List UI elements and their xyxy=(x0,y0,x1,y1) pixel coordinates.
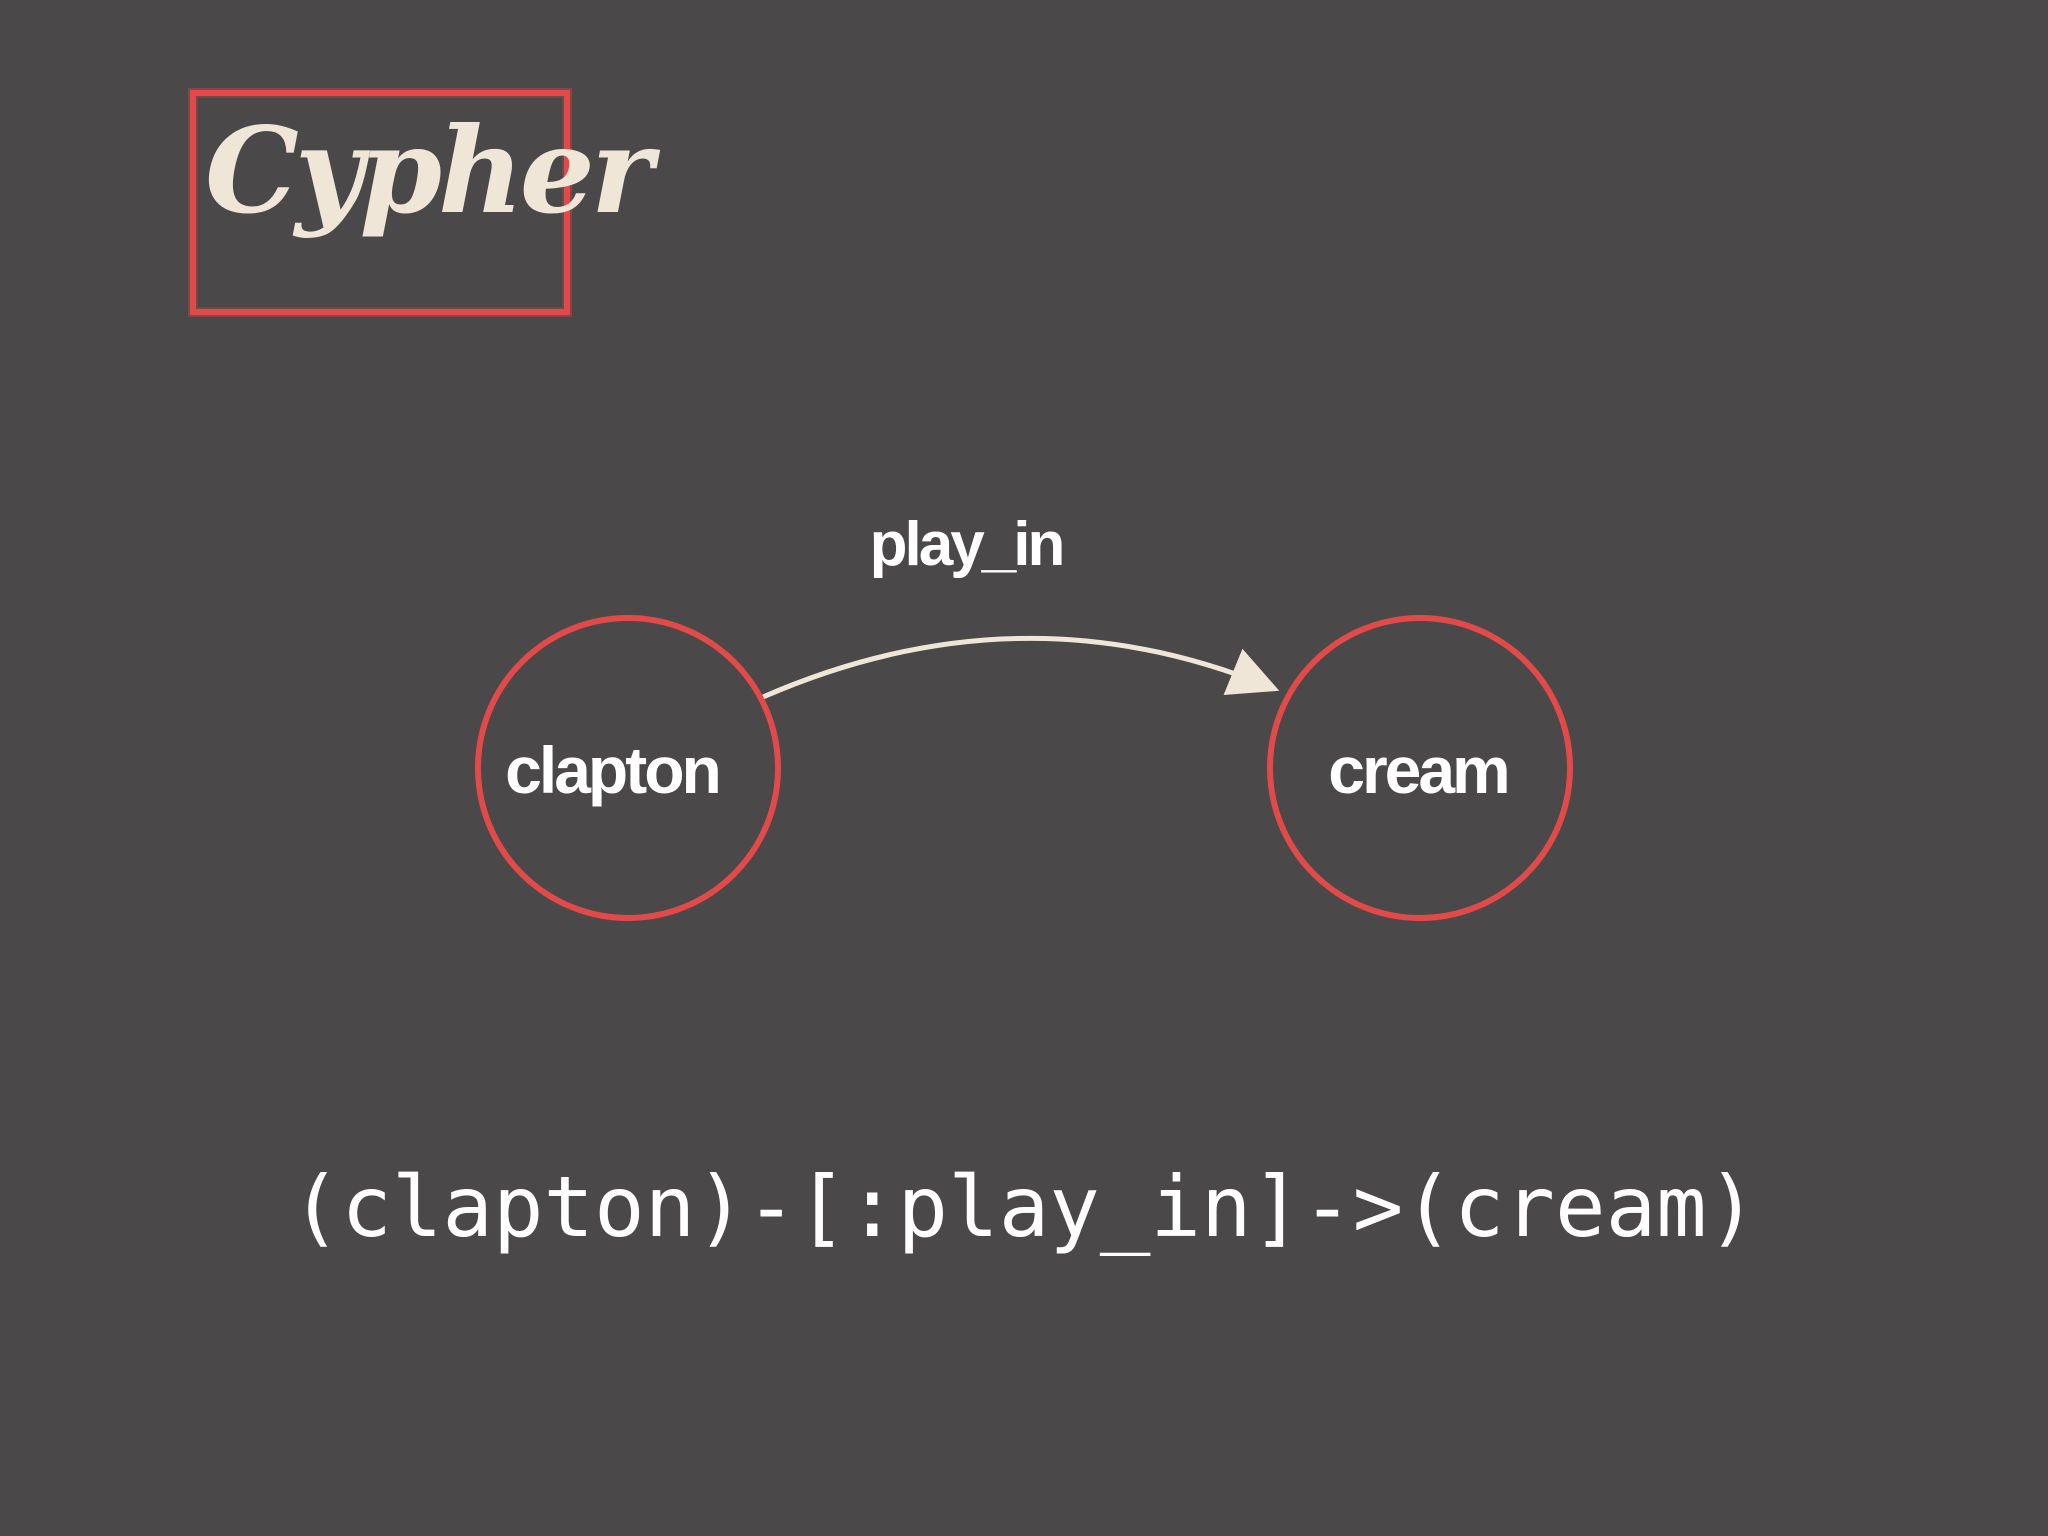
edge-label: play_in xyxy=(870,510,1063,579)
node-label-clapton: clapton xyxy=(505,733,719,807)
node-label-cream: cream xyxy=(1328,733,1508,807)
cypher-query: (clapton)-[:play_in]->(cream) xyxy=(290,1158,1758,1256)
edge-play-in xyxy=(762,635,1280,700)
title-frame xyxy=(190,90,570,315)
node-cream xyxy=(1267,615,1573,921)
node-clapton xyxy=(475,615,781,921)
